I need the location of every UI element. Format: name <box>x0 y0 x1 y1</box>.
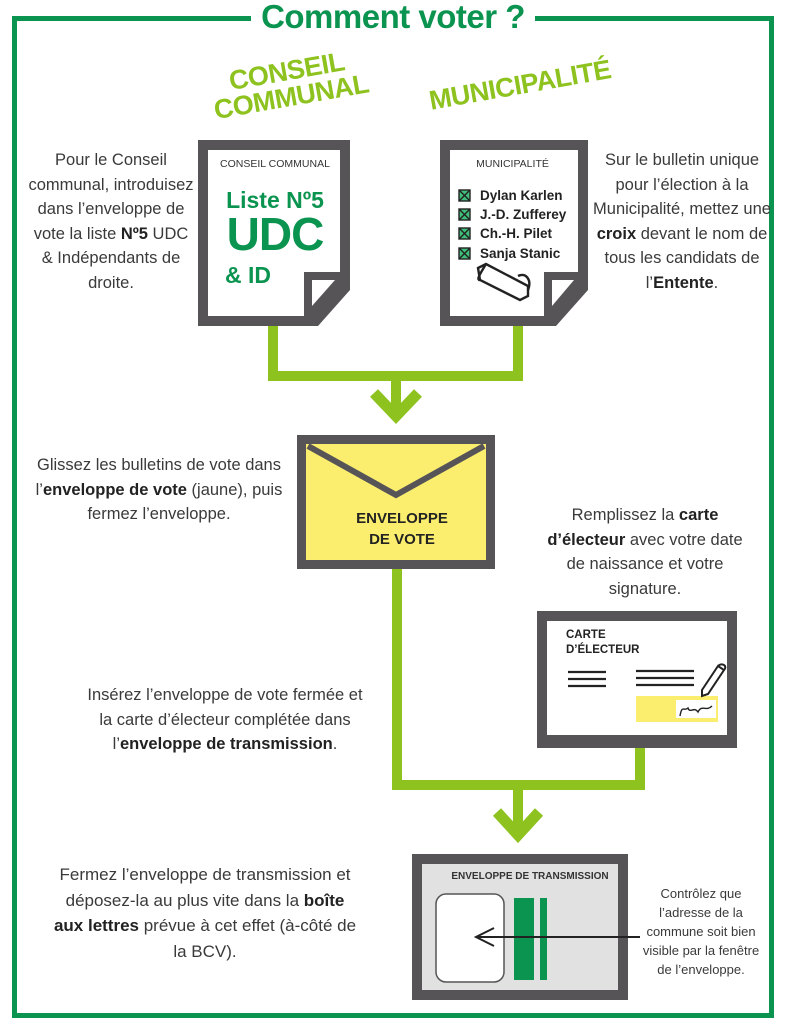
text: . <box>713 273 719 292</box>
pen-icon <box>476 262 531 302</box>
checked-box-icon <box>458 189 471 260</box>
candidate-item: Dylan Karlen <box>480 188 563 203</box>
text: devant le nom de tous les candidats de l… <box>604 224 768 292</box>
emphasis: carte d’électeur <box>547 506 719 549</box>
instruction-municipalite: Sur le bulletin unique pour l’élection à… <box>592 148 772 295</box>
instruction-fermer: Fermez l’enveloppe de transmission et dé… <box>50 862 360 964</box>
ballot-conseil-suffix: & ID <box>225 262 271 288</box>
text: (jaune), puis fermez l’enveloppe. <box>87 480 283 524</box>
text: Insérez l’enveloppe de vote fermée et la… <box>87 686 363 753</box>
instruction-conseil: Pour le Conseil communal, introduisez da… <box>26 148 196 295</box>
page-title: Comment voter ? <box>251 0 535 34</box>
ballot-municipalite-header: MUNICIPALITÉ <box>476 158 549 170</box>
candidate-item: Sanja Stanic <box>480 246 561 261</box>
ballot-conseil-header: CONSEIL COMMUNAL <box>220 158 330 170</box>
text: Glissez les bulletins de vote dans l’ <box>35 456 281 499</box>
card-pen-icon <box>701 663 727 698</box>
voter-card-label-line1: CARTE <box>566 629 606 641</box>
instruction-envelope-vote: Glissez les bulletins de vote dans l’env… <box>28 453 290 527</box>
text: prévue à cet effet (à-côté de la BCV). <box>139 916 357 961</box>
text: Remplissez la <box>571 506 679 524</box>
connector-top <box>268 320 523 410</box>
text: Sur le bulletin unique pour l’élection à… <box>593 151 771 218</box>
transmission-envelope-label: ENVELOPPE DE TRANSMISSION <box>451 871 609 882</box>
emphasis: enveloppe de vote <box>42 480 187 499</box>
arrow-head-envelope <box>370 389 422 424</box>
stripe-wide <box>514 898 534 980</box>
signature-icon <box>679 705 713 717</box>
stripe-narrow <box>540 898 547 980</box>
emphasis: Nº5 <box>120 224 148 243</box>
emphasis: croix <box>596 224 637 243</box>
candidate-item: J.-D. Zufferey <box>480 207 567 222</box>
ballot-conseil-party: UDC <box>226 208 325 260</box>
instruction-carte: Remplissez la carte d’électeur avec votr… <box>540 503 750 601</box>
envelope-vote-label-line1: ENVELOPPE <box>356 510 448 527</box>
pointer-arrow-icon <box>473 927 640 947</box>
emphasis: Entente <box>653 273 714 292</box>
connector-ballots <box>268 320 523 381</box>
voter-card-shape <box>537 611 737 748</box>
ballot-conseil-paper <box>198 140 350 326</box>
voter-card-label: CARTE D’ÉLECTEUR <box>566 628 639 658</box>
envelope-vote-label-line2: DE VOTE <box>369 531 435 548</box>
arrow-head-transmission <box>492 808 544 844</box>
emphasis: boîte aux lettres <box>53 890 345 936</box>
candidate-item: Ch.-H. Pilet <box>480 226 553 241</box>
ballot-conseil-list: Liste Nº5 <box>226 187 324 213</box>
envelope-vote-label: ENVELOPPE DE VOTE <box>312 508 492 550</box>
ballot-municipalite-paper <box>440 140 588 326</box>
text: avec votre date de naissance et votre si… <box>566 530 743 598</box>
text: Fermez l’enveloppe de transmission et dé… <box>59 865 351 910</box>
title-bar: Comment voter ? <box>0 0 786 34</box>
emphasis: enveloppe de transmission <box>120 735 333 753</box>
envelope-vote-shape <box>297 435 495 569</box>
text: Pour le Conseil communal, introduisez da… <box>28 151 194 243</box>
instruction-inserer: Insérez l’enveloppe de vote fermée et la… <box>80 683 370 757</box>
text: . <box>332 735 338 753</box>
voter-card-label-line2: D’ÉLECTEUR <box>566 644 640 656</box>
text: UDC & Indépendants de droite. <box>41 224 189 292</box>
instruction-controle: Contrôlez que l’adresse de la commune so… <box>642 886 760 977</box>
